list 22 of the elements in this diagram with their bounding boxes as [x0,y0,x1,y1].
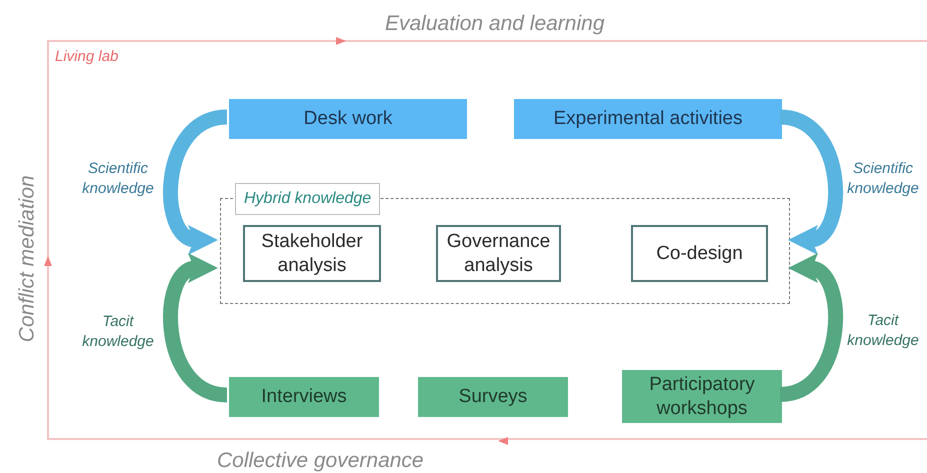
axis-label: Conflict mediation [14,174,40,344]
curved-arrow [163,110,228,252]
edge-label: Scientific knowledge [846,158,920,198]
process-box: Governance analysis [436,225,561,282]
living-lab-frame [47,40,927,440]
edge-label: Tacit knowledge [81,312,155,352]
activity-box: Interviews [229,377,379,417]
curved-arrow [163,256,228,402]
activity-box: Experimental activities [514,99,782,139]
axis-label: Collective governance [217,448,424,473]
process-box: Stakeholder analysis [243,225,381,282]
edge-label: Tacit knowledge [846,311,920,352]
activity-box: Desk work [229,99,467,139]
activity-box: Participatory workshops [622,370,782,423]
group-heading: Hybrid knowledge [235,183,380,215]
curved-arrow [778,110,843,252]
process-box: Co-design [631,225,768,282]
curved-arrow [778,256,843,402]
activity-box: Surveys [418,377,568,417]
edge-label: Scientific knowledge [81,158,155,198]
frame-title: Living lab [55,47,118,67]
axis-label: Evaluation and learning [385,11,604,37]
